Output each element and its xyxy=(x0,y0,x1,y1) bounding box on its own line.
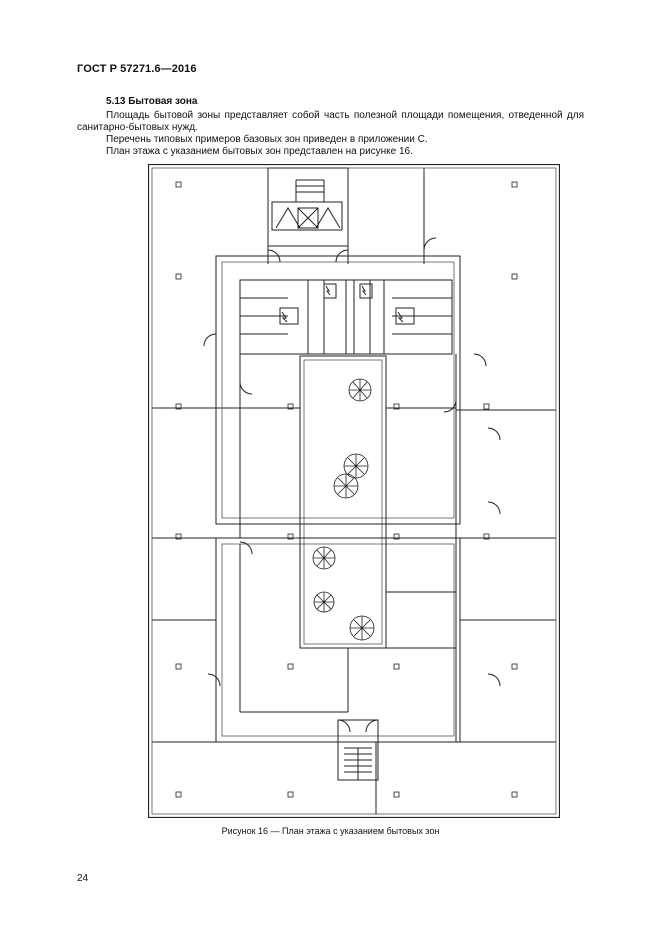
document-standard-number: ГОСТ Р 57271.6—2016 xyxy=(77,63,197,75)
atrium-trees xyxy=(312,378,375,641)
section-title: 5.13 Бытовая зона xyxy=(106,96,198,107)
paragraph-definition: Площадь бытовой зоны представляет собой … xyxy=(77,110,584,133)
paragraph-appendix-reference: Перечень типовых примеров базовых зон пр… xyxy=(106,134,428,145)
figure-caption: Рисунок 16 — План этажа с указанием быто… xyxy=(221,826,440,836)
page-number: 24 xyxy=(77,873,89,884)
floor-plan-drawing xyxy=(148,164,560,818)
paragraph-figure-reference: План этажа с указанием бытовых зон предс… xyxy=(106,146,413,157)
